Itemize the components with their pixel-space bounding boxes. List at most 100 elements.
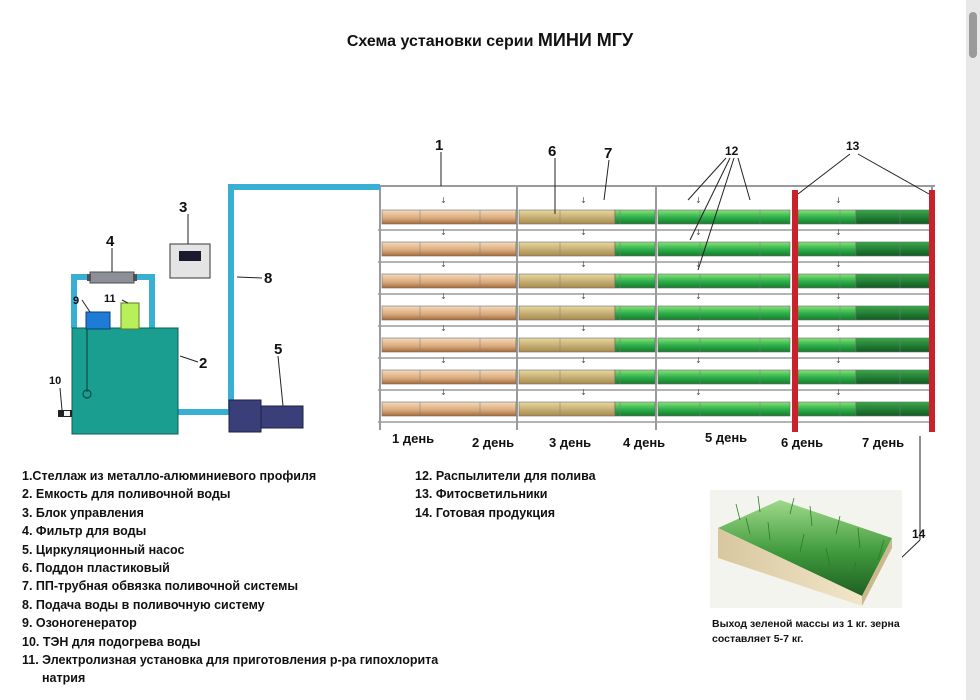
legend-item-7: 7. ПП-трубная обвязка поливочной системы <box>22 579 298 594</box>
legend-item-13: 13. Фитосветильники <box>415 487 548 502</box>
page-title: Схема установки серии МИНИ МГУ <box>0 30 980 51</box>
tray <box>855 401 931 417</box>
sprayer-icon: ↓ <box>440 356 447 365</box>
tray <box>518 241 616 257</box>
sprayer-icon: ↓ <box>695 356 702 365</box>
tray <box>855 241 931 257</box>
legend-item-11: 11. Электролизная установка для приготов… <box>22 652 439 667</box>
day-label-5: 5 день <box>705 430 747 445</box>
tray <box>657 305 791 321</box>
tray <box>855 209 931 225</box>
phytolamp-right <box>929 190 935 432</box>
water-supply-pipe <box>228 184 380 410</box>
grass-mat-side <box>862 538 892 606</box>
tray <box>657 369 791 385</box>
legend-item-9: 9. Озоногенератор <box>22 616 137 631</box>
tray <box>657 273 791 289</box>
leader-2 <box>179 355 199 363</box>
caption-line-2: составляет 5-7 кг. <box>712 633 804 645</box>
sprayer-icon: ↓ <box>835 260 842 269</box>
sprayer-icon: ↓ <box>580 356 587 365</box>
leader-7 <box>603 159 610 201</box>
tray <box>614 401 656 417</box>
callout-12: 12 <box>725 144 739 158</box>
tray <box>614 209 656 225</box>
tray-rows <box>378 209 935 423</box>
leader-11 <box>121 299 129 304</box>
tray <box>657 401 791 417</box>
legend-item-12: 12. Распылители для полива <box>415 469 596 483</box>
sprayer-icon: ↓ <box>580 260 587 269</box>
tray <box>855 273 931 289</box>
pump-motor <box>260 405 304 429</box>
grass-mat-top <box>718 500 892 596</box>
callout-8: 8 <box>264 270 272 287</box>
product-caption: Выход зеленой массы из 1 кг. зерна соста… <box>712 617 952 647</box>
tray <box>797 401 857 417</box>
sprayer-icon: ↓ <box>835 228 842 237</box>
legend-right: 12. Распылители для полива 13. Фитосвети… <box>415 467 596 522</box>
pump-body <box>228 399 262 433</box>
grass-blades <box>735 495 885 581</box>
sprayer-icon: ↓ <box>440 260 447 269</box>
sprayer-icon: ↓ <box>695 388 702 397</box>
sprayer-icon: ↓ <box>580 292 587 301</box>
leader-12d <box>737 157 751 201</box>
day-label-6: 6 день <box>781 435 823 450</box>
tray <box>614 369 656 385</box>
sprayer-icon: ↓ <box>695 260 702 269</box>
callout-14: 14 <box>912 527 926 541</box>
legend-item-2: 2. Емкость для поливочной воды <box>22 487 231 502</box>
tray <box>518 305 616 321</box>
legend-item-6: 6. Поддон пластиковый <box>22 560 170 575</box>
rack: ↓↓↓↓↓↓↓↓↓↓↓↓↓↓↓↓↓↓↓↓↓↓↓↓↓↓↓↓ <box>378 185 935 432</box>
grass-mat-roots <box>718 528 862 606</box>
tray <box>797 209 857 225</box>
tray <box>855 305 931 321</box>
sprayer-icon: ↓ <box>580 388 587 397</box>
sprayer-icon: ↓ <box>440 196 447 205</box>
leader-13b <box>857 153 930 195</box>
filter-end <box>87 274 91 281</box>
ozone-generator <box>85 311 111 330</box>
tray <box>657 337 791 353</box>
sprayer-icon: ↓ <box>580 324 587 333</box>
tray <box>518 209 616 225</box>
callout-11: 11 <box>104 293 116 305</box>
title-prefix: Схема установки серии <box>346 33 534 50</box>
phytolamp-left <box>792 190 798 432</box>
ozonator-diffuser <box>82 389 92 399</box>
page-scrollbar[interactable] <box>966 0 980 700</box>
legend-item-5: 5. Циркуляционный насос <box>22 542 185 557</box>
electrolysis-unit <box>120 302 140 330</box>
finished-product-image <box>710 490 902 608</box>
scrollbar-thumb[interactable] <box>969 12 977 58</box>
water-tank <box>71 327 179 435</box>
heater-cap <box>64 411 70 416</box>
callout-5: 5 <box>274 341 282 358</box>
tray <box>381 401 517 417</box>
leader-12a <box>687 157 727 201</box>
tray <box>614 241 656 257</box>
sprayer-icon: ↓ <box>695 228 702 237</box>
tray <box>614 273 656 289</box>
tray <box>657 209 791 225</box>
day-label-2: 2 день <box>472 435 514 450</box>
tray <box>381 369 517 385</box>
legend-item-14: 14. Готовая продукция <box>415 505 556 520</box>
sprayer-icon: ↓ <box>835 292 842 301</box>
sprayer-icon: ↓ <box>695 292 702 301</box>
callout-10: 10 <box>49 375 61 387</box>
tray <box>614 337 656 353</box>
tray <box>855 369 931 385</box>
sprayer-icon: ↓ <box>440 324 447 333</box>
leader-12b <box>689 157 731 241</box>
sprayer-icon: ↓ <box>695 196 702 205</box>
sprayer-icon: ↓ <box>580 196 587 205</box>
sprayer-icon: ↓ <box>440 228 447 237</box>
sprayer-icon: ↓ <box>580 228 587 237</box>
tray <box>797 241 857 257</box>
tray <box>657 241 791 257</box>
tray <box>381 305 517 321</box>
tray <box>797 305 857 321</box>
